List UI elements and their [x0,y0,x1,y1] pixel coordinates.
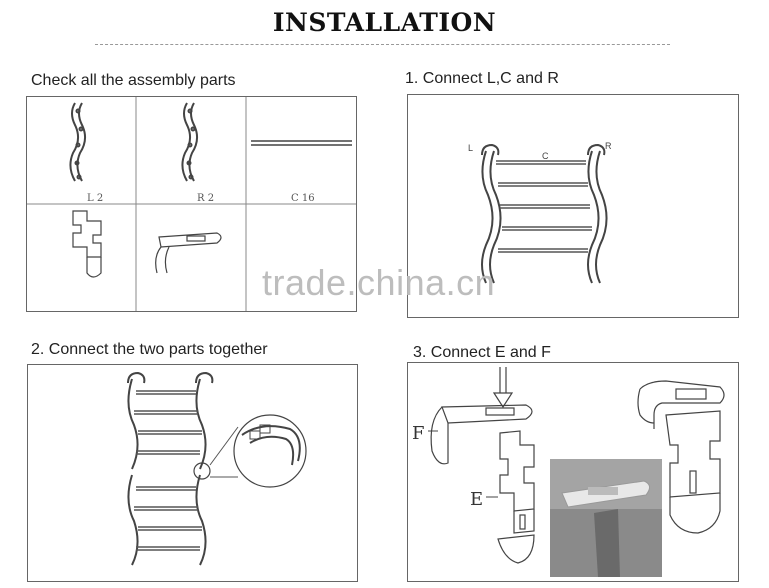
part-c-label: C 16 [291,193,315,204]
part-r-label: R 2 [197,193,214,204]
part-r-side [181,102,198,182]
step2-drawing [127,371,307,566]
part-l-side [69,102,86,182]
step3-assembled [637,380,725,534]
part-l-label: L 2 [87,193,103,204]
step3-caption: 3. Connect E and F [413,344,551,361]
step2-panel [27,364,358,582]
step2-caption: 2. Connect the two parts together [31,341,268,358]
watermark: trade.china.cn [262,262,496,303]
step3-label-f: F [412,423,425,444]
step3-photo-inset [550,459,662,577]
step1-label-c: C [542,151,549,161]
part-e-bracket [72,210,102,278]
step1-drawing: L C R [468,141,612,284]
part-f-clip [155,232,222,274]
step2-zoom-detail [233,414,307,488]
step3-panel: F E [407,362,739,582]
step3-drawing: F E [412,367,725,577]
step1-rods [496,160,592,253]
step3-f-clip [430,404,533,465]
parts-caption: Check all the assembly parts [31,72,236,89]
parts-grid-drawing: L 2 R 2 C 16 [27,97,356,311]
step2-rods [134,390,202,551]
step2-joint-marker [193,462,211,480]
parts-panel: L 2 R 2 C 16 [26,96,357,312]
title-divider [95,44,670,45]
step3-label-e: E [470,489,483,510]
step3-e-bracket [497,430,535,564]
step1-label-l: L [468,143,473,153]
down-arrow-icon [492,367,514,409]
step1-label-r: R [605,141,612,151]
step1-panel: L C R [407,94,739,318]
step1-caption: 1. Connect L,C and R [405,70,559,87]
part-c-rod [251,140,352,146]
page-title: INSTALLATION [272,8,497,37]
